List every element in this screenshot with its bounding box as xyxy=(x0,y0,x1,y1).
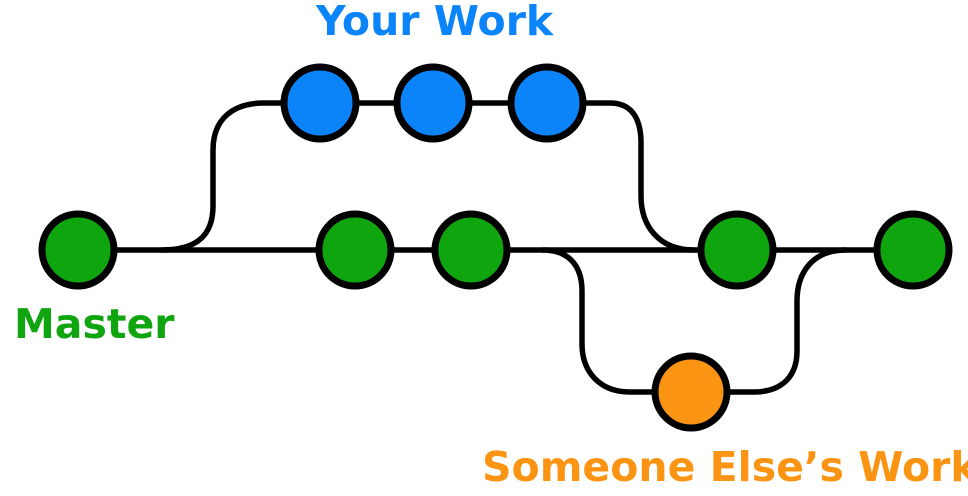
your-work-label: Your Work xyxy=(316,0,554,45)
commit-node xyxy=(315,210,395,290)
commit-node xyxy=(507,63,587,143)
someone-elses-commits-group xyxy=(651,352,731,432)
commit-node xyxy=(873,210,953,290)
commit-node xyxy=(651,352,731,432)
commit-node xyxy=(393,63,473,143)
master-label: Master xyxy=(14,300,175,348)
master-commits-group xyxy=(38,210,953,290)
your-work-commits-group xyxy=(280,63,587,143)
commit-node xyxy=(697,210,777,290)
your-work-branch-line xyxy=(159,100,697,253)
commit-node xyxy=(38,210,118,290)
someone-elses-work-label: Someone Else’s Work xyxy=(482,443,968,491)
commit-node xyxy=(431,210,511,290)
commit-node xyxy=(280,63,360,143)
